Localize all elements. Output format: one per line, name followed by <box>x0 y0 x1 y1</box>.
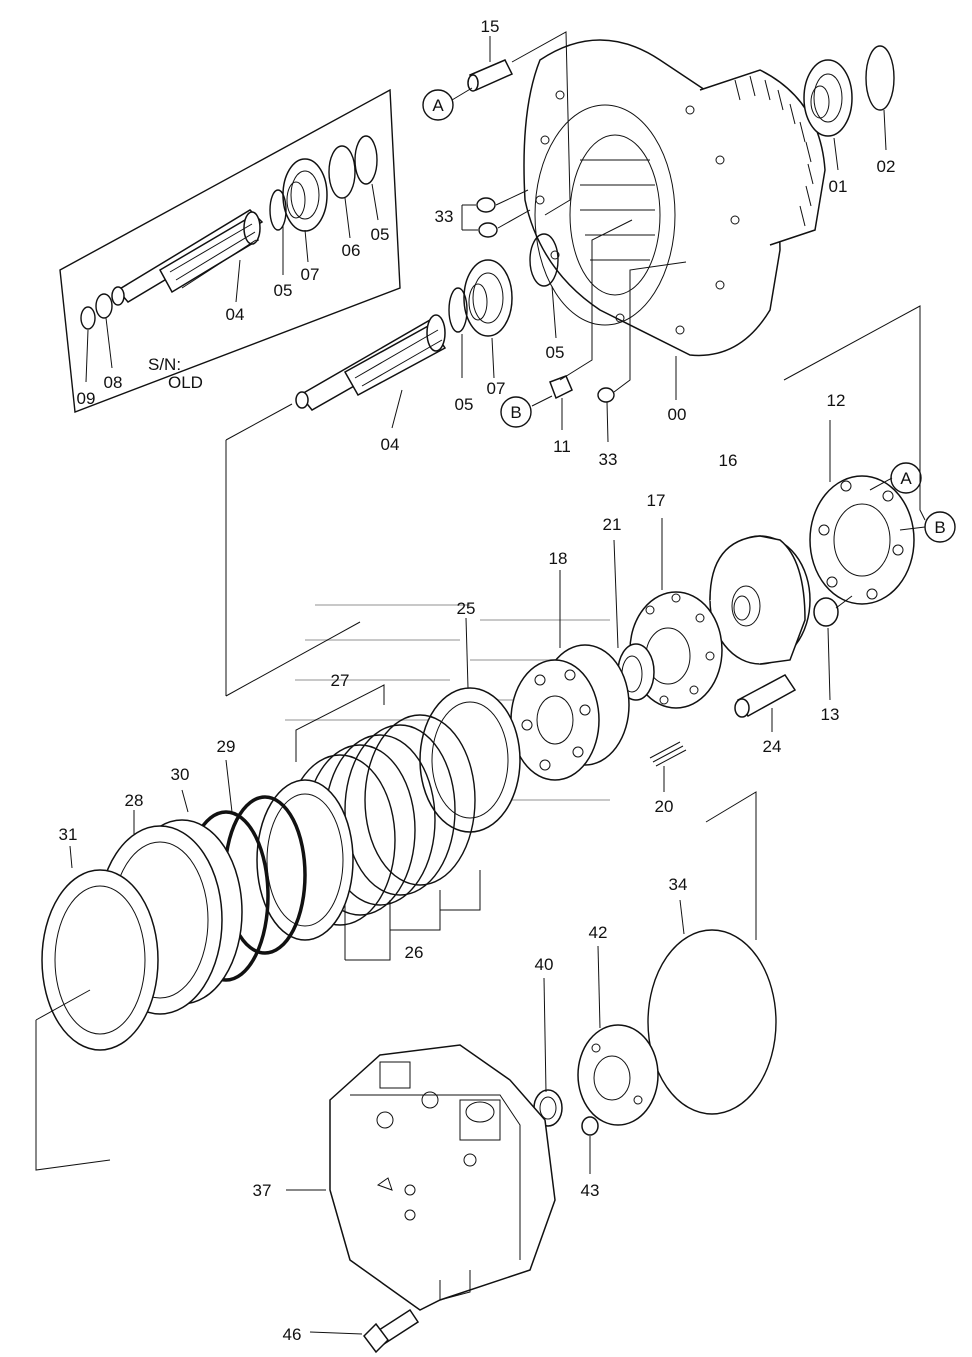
snap-ring-05-housing <box>529 233 559 287</box>
label-26: 26 <box>405 943 424 962</box>
label-42: 42 <box>589 923 608 942</box>
label-33b: 33 <box>599 450 618 469</box>
label-46: 46 <box>283 1325 302 1344</box>
label-40: 40 <box>535 955 554 974</box>
o-ring-34 <box>647 929 777 1115</box>
snap-ring-05-old <box>269 189 287 231</box>
label-43: 43 <box>581 1181 600 1200</box>
label-16: 16 <box>719 451 738 470</box>
label-25: 25 <box>457 599 476 618</box>
label-05a: 05 <box>371 225 390 244</box>
svg-text:A: A <box>432 96 444 115</box>
callout-labels: 15 01 02 33 05 06 07 05 04 08 09 S/N: OL… <box>59 17 896 1344</box>
label-00: 00 <box>668 405 687 424</box>
plate-42 <box>577 945 659 1126</box>
ring-08 <box>95 293 113 319</box>
label-09: 09 <box>77 389 96 408</box>
label-05d: 05 <box>455 395 474 414</box>
label-37: 37 <box>253 1181 272 1200</box>
snap-ring-02 <box>865 45 895 111</box>
old-shaft-inset <box>59 88 401 413</box>
piston-16 <box>709 535 811 665</box>
label-11: 11 <box>553 437 571 456</box>
housing-00 <box>523 39 826 357</box>
label-28: 28 <box>125 791 144 810</box>
plug-43 <box>581 1116 599 1174</box>
snap-ring-05-shaft <box>448 287 468 333</box>
label-05b: 05 <box>274 281 293 300</box>
svg-text:A: A <box>900 469 912 488</box>
label-06: 06 <box>342 241 361 260</box>
label-17: 17 <box>647 491 666 510</box>
label-24: 24 <box>763 737 782 756</box>
label-05c: 05 <box>546 343 565 362</box>
spacer-31 <box>41 845 159 1051</box>
label-21: 21 <box>603 515 622 534</box>
snap-ring-05-old-b <box>354 135 378 185</box>
plate-12 <box>809 475 915 605</box>
ref-marker-B-left: B <box>500 396 532 428</box>
label-07b: 07 <box>487 379 506 398</box>
left-boundary <box>225 403 361 697</box>
o-ring-33b <box>478 222 498 238</box>
friction-plate-25 <box>419 617 521 833</box>
plug-13 <box>813 595 853 701</box>
label-08: 08 <box>104 373 123 392</box>
label-31: 31 <box>59 825 78 844</box>
spring-20 <box>649 741 687 792</box>
label-01: 01 <box>829 177 848 196</box>
label-27: 27 <box>331 671 350 690</box>
label-13: 13 <box>821 705 840 724</box>
svg-text:B: B <box>934 518 945 537</box>
o-ring-33a <box>476 197 496 213</box>
pin-11 <box>549 375 573 400</box>
pin-15 <box>467 36 514 92</box>
label-20: 20 <box>655 797 674 816</box>
cylinder-block-18 <box>510 570 630 781</box>
label-12: 12 <box>827 391 846 410</box>
pin-24 <box>734 674 797 732</box>
label-15: 15 <box>481 17 500 36</box>
label-34: 34 <box>669 875 688 894</box>
bolt-46 <box>309 1308 420 1354</box>
label-30: 30 <box>171 765 190 784</box>
needle-bearing-40 <box>533 977 563 1127</box>
shaft-04 <box>295 314 447 411</box>
serial-note-line2: OLD <box>168 373 203 392</box>
o-ring-33-lower <box>597 387 615 403</box>
label-02: 02 <box>877 157 896 176</box>
bearing-07 <box>463 259 513 337</box>
label-29: 29 <box>217 737 236 756</box>
ref-marker-A-top: A <box>422 89 454 121</box>
ref-marker-B-right: B <box>924 511 956 543</box>
valve-body-37 <box>286 1044 556 1311</box>
ring-06-old <box>328 145 356 199</box>
ref-marker-A-right: A <box>890 462 922 494</box>
label-18: 18 <box>549 549 568 568</box>
ring-09 <box>80 306 96 330</box>
inset-border <box>59 88 401 413</box>
label-07a: 07 <box>301 265 320 284</box>
label-33a: 33 <box>435 207 454 226</box>
svg-text:B: B <box>510 403 521 422</box>
label-04a: 04 <box>226 305 245 324</box>
bearing-01 <box>803 59 853 137</box>
serial-note-line1: S/N: <box>148 355 181 374</box>
label-04b: 04 <box>381 435 400 454</box>
